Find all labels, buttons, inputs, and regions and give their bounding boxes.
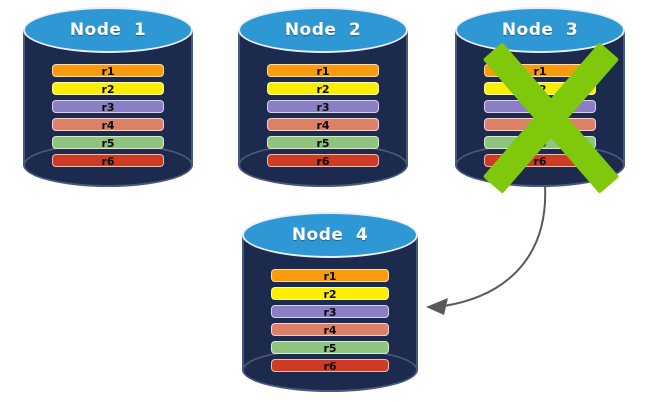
node-4-row-r2: r2	[271, 287, 389, 301]
node-2: Node 2 r1 r2 r3 r4 r5 r6	[238, 7, 408, 187]
node-3-label: Node 3	[501, 20, 579, 40]
node-2-row-r2: r2	[267, 82, 379, 96]
arrow-head-icon	[426, 298, 448, 315]
node-1-row-r5: r5	[52, 136, 164, 150]
node-4-row-r3: r3	[271, 305, 389, 319]
node-2-rows: r1 r2 r3 r4 r5 r6	[267, 64, 379, 168]
node-1-row-r2: r2	[52, 82, 164, 96]
node-2-row-r3: r3	[267, 100, 379, 114]
node-1-row-r6: r6	[52, 154, 164, 168]
node-2-label: Node 2	[284, 20, 362, 40]
node-4-rows: r1 r2 r3 r4 r5 r6	[271, 269, 389, 373]
node-1-cylinder-top: Node 1	[23, 7, 193, 53]
node-4-label: Node 4	[291, 225, 369, 245]
node-4-cylinder-top: Node 4	[242, 212, 418, 258]
node-4-row-r4: r4	[271, 323, 389, 337]
node-1-row-r1: r1	[52, 64, 164, 78]
node-2-row-r1: r1	[267, 64, 379, 78]
node-3-failure-x-icon	[482, 42, 620, 194]
node-4-row-r1: r1	[271, 269, 389, 283]
node-1: Node 1 r1 r2 r3 r4 r5 r6	[23, 7, 193, 187]
node-2-cylinder-top: Node 2	[238, 7, 408, 53]
node-2-row-r6: r6	[267, 154, 379, 168]
node-4-row-r5: r5	[271, 341, 389, 355]
node-4: Node 4 r1 r2 r3 r4 r5 r6	[242, 212, 418, 392]
node-1-row-r3: r3	[52, 100, 164, 114]
node-2-row-r4: r4	[267, 118, 379, 132]
node-1-label: Node 1	[69, 20, 147, 40]
node-4-row-r6: r6	[271, 359, 389, 373]
node-1-rows: r1 r2 r3 r4 r5 r6	[52, 64, 164, 168]
node-2-row-r5: r5	[267, 136, 379, 150]
arrow-curve	[443, 185, 547, 307]
node-1-row-r4: r4	[52, 118, 164, 132]
